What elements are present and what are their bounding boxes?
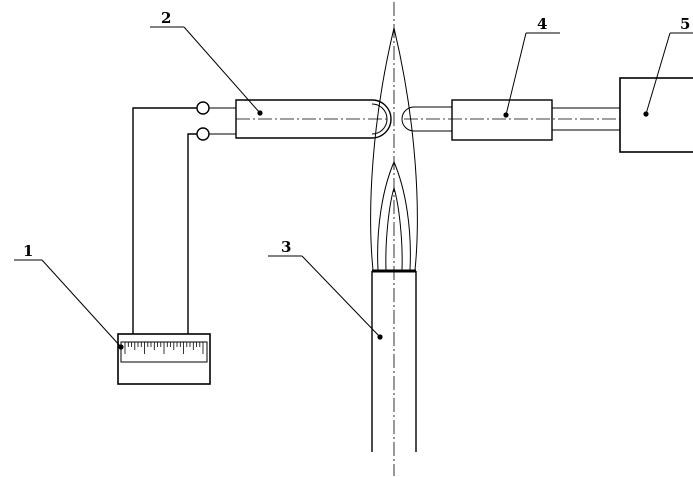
terminal-lower [196,127,210,141]
wire-outer [132,107,197,334]
left-probe [235,99,392,139]
inner-flame-core [385,186,403,271]
gauge [117,333,211,385]
label-instrument: 5 [680,15,690,33]
leader-1 [14,259,124,350]
instrument-box [619,77,693,153]
leader-4 [503,32,560,118]
outer-flame [370,27,418,271]
label-left-probe: 2 [161,9,171,27]
gauge-scale-ticks [124,342,204,354]
label-burner-tube: 3 [281,238,291,256]
inner-flame [377,160,411,271]
leader-2 [150,26,263,116]
label-gauge: 1 [23,242,33,260]
wire-inner [187,133,197,334]
leader-3 [268,255,383,340]
terminal-upper [196,101,210,115]
right-probe [401,99,622,141]
leader-5 [643,32,693,117]
burner-tube [371,269,417,452]
label-right-probe: 4 [537,15,547,33]
